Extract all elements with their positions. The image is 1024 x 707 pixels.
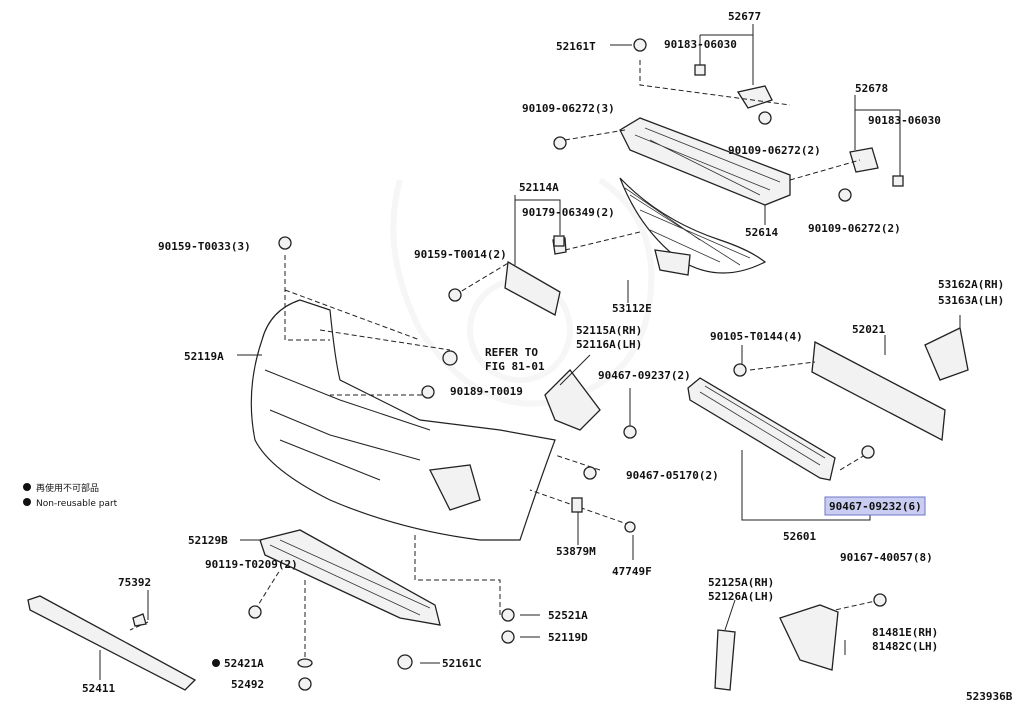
bolt-icon (838, 188, 852, 202)
legend-en: Non-reusable part (36, 499, 118, 509)
bolt-icon (278, 236, 292, 250)
label-52126A: 52126A(LH) (708, 590, 774, 603)
label-52129B: 52129B (188, 534, 228, 547)
label-53112E: 53112E (612, 302, 652, 315)
reinforcement-52021[interactable] (811, 340, 946, 442)
clip-icon (633, 38, 647, 52)
bolt-icon (501, 630, 515, 644)
label-90183-06030: 90183-06030 (664, 38, 737, 51)
non-reusable-marker (212, 659, 220, 667)
nut-icon (501, 608, 515, 622)
washer-icon (297, 658, 313, 668)
label-75392: 75392 (118, 576, 151, 589)
bolt-icon (248, 605, 262, 619)
label-90119-T0209: 90119-T0209(2) (205, 558, 298, 571)
clip-icon (873, 593, 887, 607)
label-52601: 52601 (783, 530, 816, 543)
retainer-icon (132, 613, 147, 627)
fog-lamp-cover-81481E[interactable] (714, 604, 839, 691)
highlight-box[interactable] (824, 496, 926, 516)
clip-icon (571, 497, 583, 513)
label-52119A: 52119A (184, 350, 224, 363)
label-81481E: 81481E(RH) (872, 626, 938, 639)
label-53162A: 53162A(RH) (938, 278, 1004, 291)
clip-icon (421, 385, 435, 399)
spoiler-52411[interactable] (27, 595, 197, 691)
label-52114A: 52114A (519, 181, 559, 194)
fastener-icons (132, 38, 904, 691)
legend-bullet-icon (23, 483, 31, 491)
label-47749F: 47749F (612, 565, 652, 578)
label-52119D: 52119D (548, 631, 588, 644)
clip-icon (397, 654, 413, 670)
absorber-52601[interactable] (687, 377, 836, 481)
bolt-icon (553, 136, 567, 150)
nut-icon (694, 64, 706, 76)
clip-icon (298, 677, 312, 691)
side-retainer-53162A[interactable] (924, 327, 969, 381)
label-90109-06272-2a: 90109-06272(2) (728, 144, 821, 157)
label-53879M: 53879M (556, 545, 596, 558)
bracket-52678[interactable] (849, 147, 879, 173)
label-90467-05170: 90467-05170(2) (626, 469, 719, 482)
part-labels: 52677 52161T 90183-06030 90109-06272(3) … (82, 10, 1013, 703)
label-52521A: 52521A (548, 609, 588, 622)
label-90159-T0033: 90159-T0033(3) (158, 240, 251, 253)
solid-leaders (99, 24, 961, 680)
clip-icon (624, 521, 636, 533)
nut-icon (892, 175, 904, 187)
label-90467-09237: 90467-09237(2) (598, 369, 691, 382)
label-90105-T0144: 90105-T0144(4) (710, 330, 803, 343)
label-52161C: 52161C (442, 657, 482, 670)
label-90183-06030-b: 90183-06030 (868, 114, 941, 127)
label-52411: 52411 (82, 682, 115, 695)
bolt-icon (733, 363, 747, 377)
upper-grille-support[interactable] (619, 117, 791, 206)
label-refer-to: REFER TO (485, 346, 538, 359)
label-52614: 52614 (745, 226, 778, 239)
label-90109-06272-3: 90109-06272(3) (522, 102, 615, 115)
bracket-52115A[interactable] (544, 369, 601, 431)
clip-icon (861, 445, 875, 459)
label-53163A: 53163A(LH) (938, 294, 1004, 307)
bracket-52677[interactable] (736, 85, 773, 109)
label-90179-06349: 90179-06349(2) (522, 206, 615, 219)
label-52161T: 52161T (556, 40, 596, 53)
bolt-icon (448, 288, 462, 302)
lower-panel-52129B[interactable] (259, 529, 441, 626)
label-81482C: 81482C(LH) (872, 640, 938, 653)
label-90159-T0014: 90159-T0014(2) (414, 248, 507, 261)
label-90189-T0019: 90189-T0019 (450, 385, 523, 398)
bumper-cover-52119A[interactable] (250, 299, 556, 541)
clip-icon (623, 425, 637, 439)
label-52492: 52492 (231, 678, 264, 691)
label-52125A: 52125A(RH) (708, 576, 774, 589)
label-90167-40057: 90167-40057(8) (840, 551, 933, 564)
label-52116A: 52116A(LH) (576, 338, 642, 351)
clip-icon (442, 350, 458, 366)
label-52115A: 52115A(RH) (576, 324, 642, 337)
clip-icon (583, 466, 597, 480)
label-52677: 52677 (728, 10, 761, 23)
legend: 再使用不可部品 Non-reusable part (23, 482, 118, 509)
label-fig: FIG 81-01 (485, 360, 545, 373)
label-52678: 52678 (855, 82, 888, 95)
license-bracket-52114A[interactable] (504, 237, 567, 316)
grille-53112E[interactable] (619, 177, 767, 276)
nut-icon (553, 235, 565, 247)
label-90109-06272-2b: 90109-06272(2) (808, 222, 901, 235)
diagram-id: 523936B (966, 690, 1013, 703)
legend-jp: 再使用不可部品 (36, 482, 99, 494)
bolt-icon (758, 111, 772, 125)
legend-bullet-icon (23, 498, 31, 506)
label-52421A: 52421A (224, 657, 264, 670)
label-52021: 52021 (852, 323, 885, 336)
label-90467-09232: 90467-09232(6) (829, 500, 922, 513)
